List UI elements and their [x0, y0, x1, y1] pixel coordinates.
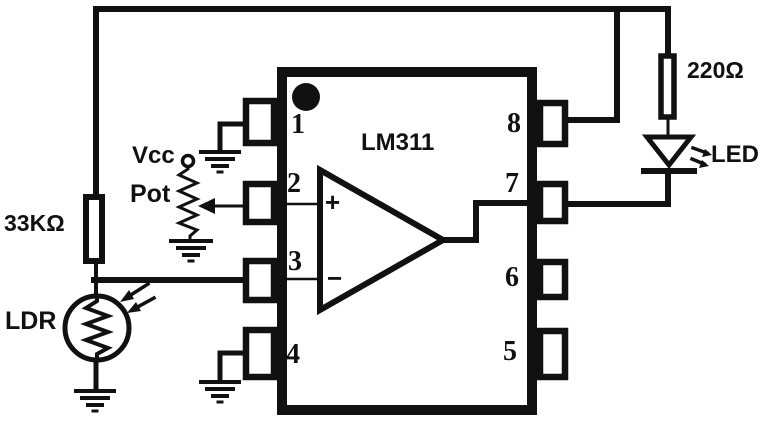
- potentiometer-symbol: [175, 165, 248, 241]
- pin-box-4: [242, 326, 278, 381]
- wire-opamp-output: [438, 200, 539, 243]
- opamp-triangle: [317, 164, 450, 316]
- ground-pin4: [199, 380, 241, 404]
- wire-pin1-ground: [217, 121, 249, 154]
- wire-pin8-branch: [563, 6, 620, 123]
- opamp-minus-label: −: [327, 263, 343, 293]
- resistor-33k-label: 33KΩ: [4, 210, 65, 236]
- pin-box-1: [242, 97, 278, 147]
- pin-2-label: 2: [287, 168, 301, 199]
- pin-box-6: [536, 258, 569, 301]
- opamp-plus-label: +: [325, 187, 341, 217]
- pin-box-8: [536, 99, 569, 148]
- pin-6-label: 6: [505, 262, 519, 293]
- led-label: LED: [711, 141, 759, 168]
- resistor-33k-symbol: [83, 194, 105, 264]
- pin-5-label: 5: [503, 336, 517, 367]
- ldr-label: LDR: [5, 307, 57, 335]
- ldr-symbol: [62, 281, 157, 363]
- ground-ldr: [74, 389, 116, 413]
- pin-8-label: 8: [507, 108, 521, 139]
- wire-top-rail: [93, 6, 671, 200]
- pot-label: Pot: [130, 180, 171, 208]
- vcc-label: Vcc: [132, 142, 175, 169]
- resistor-220-label: 220Ω: [687, 57, 744, 83]
- pin-1-label: 1: [291, 109, 305, 140]
- ic-name-label: LM311: [361, 129, 435, 156]
- wire-pin4-ground: [217, 350, 249, 384]
- pin-box-3: [242, 257, 278, 304]
- pin1-marker-dot: [292, 83, 320, 111]
- ground-pot: [169, 239, 213, 263]
- pin-box-2: [242, 180, 278, 226]
- vcc-terminal: [180, 153, 196, 169]
- pin-3-label: 3: [288, 246, 302, 277]
- wire-pin7-to-led: [562, 169, 671, 207]
- resistor-220-symbol: [658, 53, 677, 120]
- led-symbol: [641, 134, 712, 174]
- pin-4-label: 4: [286, 339, 300, 370]
- pin-box-5: [536, 327, 569, 381]
- ground-pin1: [199, 150, 241, 174]
- pin-7-label: 7: [505, 168, 519, 199]
- pin-box-7: [536, 180, 569, 225]
